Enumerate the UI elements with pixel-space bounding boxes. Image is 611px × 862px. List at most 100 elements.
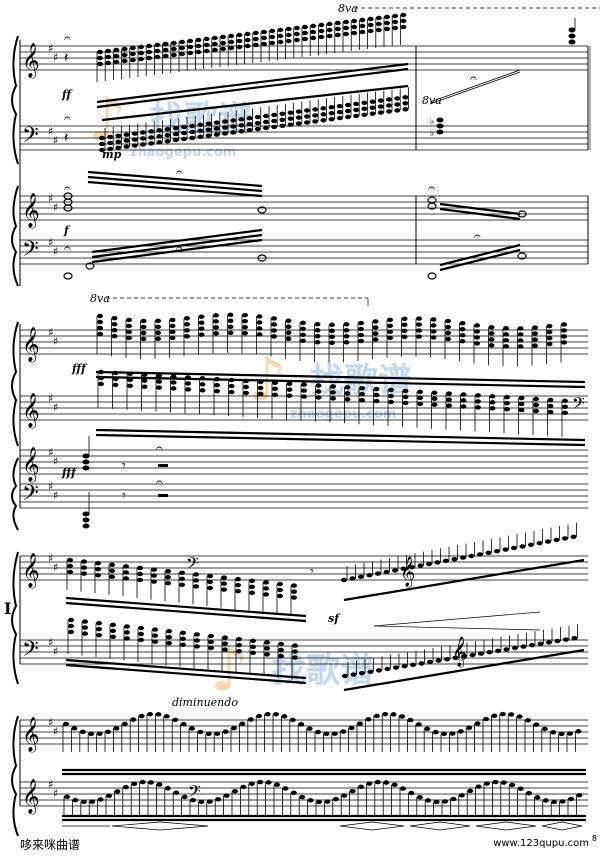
svg-text:𝄐: 𝄐 bbox=[474, 229, 481, 243]
note-chord bbox=[262, 580, 269, 613]
note-chord bbox=[206, 573, 213, 606]
svg-text:𝄞: 𝄞 bbox=[452, 636, 467, 668]
brace bbox=[11, 35, 19, 165]
sharp-icon: ♯ bbox=[53, 201, 58, 214]
note-chord bbox=[357, 320, 364, 362]
note-chord bbox=[571, 624, 578, 641]
note-chord bbox=[121, 46, 128, 79]
note-chord bbox=[416, 795, 423, 816]
system-3: I 𝄞 𝄢 ♯ ♯ ♯ ♯ 𝄢 𝄞 𝄞 𝄾 sf bbox=[4, 522, 588, 692]
note-chord bbox=[377, 90, 385, 115]
note-chord bbox=[383, 558, 390, 575]
note-chord bbox=[494, 537, 501, 554]
note-chord bbox=[402, 388, 409, 427]
note-chord bbox=[560, 322, 567, 363]
note-chord bbox=[109, 622, 116, 659]
note-chord bbox=[238, 721, 246, 752]
note-chord bbox=[214, 797, 222, 816]
note-chord bbox=[285, 26, 292, 59]
chord bbox=[568, 18, 576, 45]
note-chord bbox=[485, 538, 492, 555]
svg-text:♯: ♯ bbox=[53, 401, 58, 414]
note-chord bbox=[531, 325, 538, 366]
note-chord bbox=[148, 121, 155, 146]
system-4: 𝄞 𝄞 ♯ ♯ ♯ ♯ 𝄢 diminuendo bbox=[11, 696, 588, 837]
note-chord bbox=[520, 632, 527, 649]
watermark-url: zhaogepu.com bbox=[130, 145, 236, 160]
note-chord bbox=[546, 628, 553, 645]
note-chord bbox=[529, 631, 536, 648]
note-chord bbox=[140, 318, 147, 359]
note-chord bbox=[415, 316, 422, 357]
note-chord bbox=[108, 562, 115, 595]
note-chord bbox=[503, 635, 510, 652]
note-chord bbox=[139, 779, 146, 816]
note-chord bbox=[465, 725, 473, 752]
note-chord bbox=[263, 106, 270, 131]
note-chord bbox=[203, 36, 210, 69]
note-chord bbox=[348, 725, 355, 752]
note-chord bbox=[525, 790, 532, 816]
ottava-marking: 8va bbox=[422, 94, 442, 107]
note-chord bbox=[486, 638, 493, 655]
note-chord bbox=[350, 18, 358, 51]
note-chord bbox=[400, 554, 407, 571]
note-chord bbox=[517, 326, 524, 367]
note-chord bbox=[197, 799, 205, 816]
sharp-icon: ♯ bbox=[48, 42, 53, 55]
note-chord bbox=[417, 551, 424, 568]
note-chord bbox=[474, 721, 481, 752]
note-chord bbox=[415, 722, 422, 752]
svg-text:𝄢: 𝄢 bbox=[22, 481, 39, 511]
dynamic-ff: ff bbox=[61, 88, 73, 101]
rehearsal-mark: I bbox=[4, 599, 11, 618]
staff bbox=[20, 781, 588, 807]
staff bbox=[20, 483, 588, 509]
note-chord bbox=[424, 798, 432, 816]
note-chord bbox=[271, 104, 278, 130]
note-chord bbox=[473, 323, 480, 364]
note-chord bbox=[366, 561, 373, 578]
note-chord bbox=[394, 88, 401, 113]
note-chord bbox=[171, 717, 179, 752]
note-chord bbox=[227, 312, 234, 353]
note-chord bbox=[390, 712, 397, 752]
note-chord bbox=[533, 722, 540, 752]
note-chord bbox=[401, 316, 408, 357]
note-chord bbox=[376, 656, 383, 673]
note-chord bbox=[193, 632, 200, 669]
svg-text:♭: ♭ bbox=[430, 117, 434, 127]
note-chord bbox=[272, 712, 279, 752]
note-chord bbox=[256, 314, 263, 355]
note-chord bbox=[461, 642, 468, 659]
note-chord bbox=[212, 313, 219, 354]
note-chord bbox=[549, 730, 557, 752]
system-1: 𝄞 𝄢 𝄞 𝄢 ♯ ♯ ♯ ♯ ♯ ♯ ♯ ♯ 8va 𝄐 𝄐 𝄽 𝄽 ff m… bbox=[11, 2, 600, 287]
svg-text:♯: ♯ bbox=[53, 489, 58, 502]
note-chord bbox=[129, 717, 137, 752]
note-chord bbox=[392, 556, 399, 573]
note-chord bbox=[576, 792, 583, 816]
note-chord bbox=[386, 317, 393, 358]
note-chord bbox=[440, 731, 447, 752]
note-chord bbox=[426, 550, 433, 567]
note-chord bbox=[349, 788, 356, 816]
note-chord bbox=[235, 637, 242, 674]
note-chord bbox=[546, 323, 553, 365]
note-chord bbox=[375, 559, 382, 576]
note-chord bbox=[410, 650, 417, 667]
note-chord bbox=[198, 314, 205, 355]
note-chord bbox=[199, 376, 206, 415]
note-chord bbox=[192, 572, 199, 605]
note-chord bbox=[322, 731, 330, 752]
chord: 𝄾 𝄐 bbox=[82, 475, 168, 529]
note-chord bbox=[367, 657, 374, 674]
note-chord bbox=[125, 317, 132, 358]
note-chord bbox=[508, 782, 516, 816]
note-chord bbox=[545, 527, 552, 544]
svg-text:♯: ♯ bbox=[48, 446, 53, 459]
note-chord bbox=[255, 713, 263, 752]
treble-clef: 𝄞 bbox=[22, 193, 40, 229]
note-chord bbox=[433, 799, 440, 816]
note-chord bbox=[365, 781, 373, 816]
